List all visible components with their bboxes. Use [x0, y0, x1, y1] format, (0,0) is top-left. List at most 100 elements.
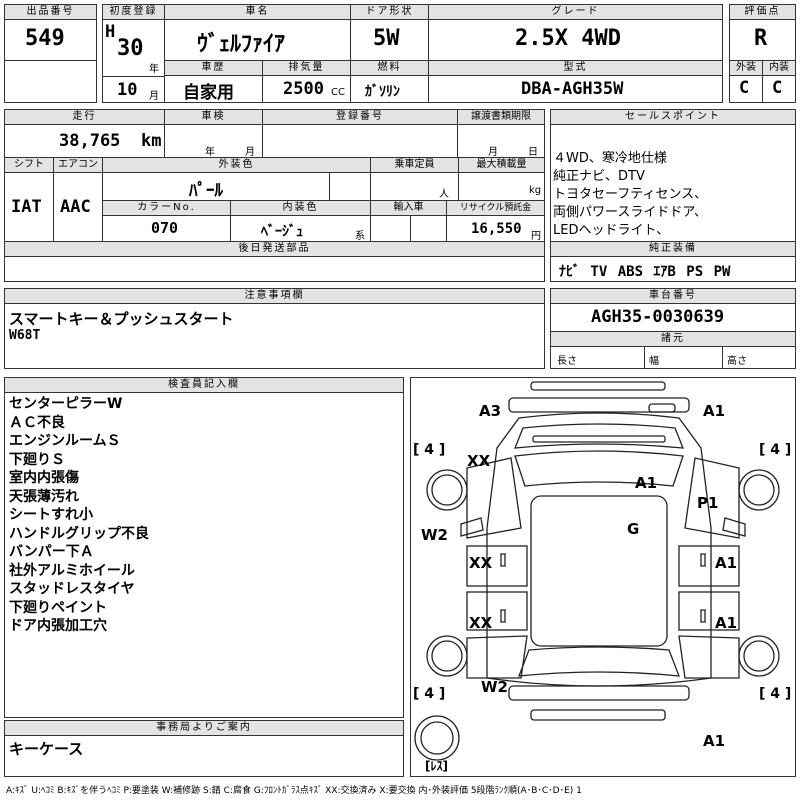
door-handle — [500, 609, 506, 623]
equip-label: 純正装備 — [550, 241, 796, 257]
inspector-line: 下廻りＳ — [9, 451, 65, 468]
damage-mark: A1 — [703, 732, 725, 750]
sales-label: セールスポイント — [550, 109, 796, 125]
load-unit: kg — [529, 185, 542, 196]
left-mirror — [460, 517, 484, 537]
ext-label: 外装 — [729, 60, 763, 76]
chassis-label: 車台番号 — [550, 288, 796, 304]
caution-line: スマートキー＆プッシュスタート — [9, 310, 234, 328]
body-outline — [486, 412, 712, 687]
model: DBA-AGH35W — [521, 79, 624, 99]
recycle-cell: 16,550 円 — [446, 215, 545, 242]
damage-mark: P1 — [697, 494, 718, 512]
inspector-line: 天張薄汚れ — [9, 488, 79, 505]
interior-label: 内装色 — [230, 200, 371, 216]
doc-label: 譲渡書類期限 — [457, 109, 545, 125]
right-rear-wheel — [738, 635, 780, 677]
car-name: ｳﾞｪﾙﾌｧｲｱ — [197, 32, 286, 57]
left-rear-quarter — [466, 635, 528, 679]
color-label: 外装色 — [102, 157, 371, 173]
reg-month: 10 — [117, 80, 138, 100]
inspector-line: ドア内張加工穴 — [9, 618, 107, 634]
tire-depth: [ 4 ] — [413, 442, 445, 458]
inspector-line: ＡＣ不良 — [9, 414, 65, 431]
inspector-label: 検査員記入欄 — [4, 377, 404, 393]
inspector-line: 社外アルミホイール — [9, 562, 135, 579]
reg-era: H — [105, 22, 116, 42]
load-cell: kg — [458, 172, 545, 201]
color-extra-cell — [329, 172, 371, 201]
tire-depth: [ 4 ] — [759, 442, 791, 458]
spec-width: 幅 — [649, 356, 659, 367]
fuel-cell: ｶﾞｿﾘﾝ — [350, 75, 429, 103]
import-cell-2 — [410, 215, 447, 242]
reg-year: 30 — [117, 36, 144, 61]
colorno-label: カラーNo. — [102, 200, 231, 216]
car-diagram: A3 A1 XX A1 P1 G W2 XX A1 XX A1 W2 A1 [ … — [413, 381, 791, 773]
reg-year-unit: 年 — [149, 64, 159, 75]
lot-blank — [4, 60, 97, 103]
damage-mark: XX — [469, 554, 493, 572]
windshield — [514, 450, 684, 487]
damage-mark: A3 — [479, 402, 501, 420]
import-label: 輸入車 — [370, 200, 447, 216]
damage-mark: XX — [467, 452, 491, 470]
rear-bumper — [508, 685, 690, 701]
door-handle — [700, 553, 706, 567]
ac-cell: AAC — [53, 172, 103, 242]
rear-bumper-strip — [530, 709, 666, 721]
capacity-unit: 人 — [439, 189, 449, 200]
ac-label: エアコン — [53, 157, 103, 173]
recycle-unit: 円 — [531, 231, 541, 242]
mileage-unit: km — [141, 131, 162, 151]
displacement: 2500 — [283, 79, 324, 99]
inspector-line: シートすれ小 — [9, 507, 93, 523]
disp-cell: 2500 CC — [262, 75, 351, 103]
left-front-wheel — [426, 469, 468, 511]
tire-depth: [ 4 ] — [413, 686, 445, 702]
damage-mark: W2 — [481, 678, 508, 696]
shift-label: シフト — [4, 157, 54, 173]
sales-line: 両側パワースライドドア、 — [553, 205, 708, 220]
equipment: ﾅﾋﾞ TV ABS ｴｱB PS PW — [559, 264, 731, 280]
office-label: 事務局よりご案内 — [4, 720, 404, 736]
damage-mark: XX — [469, 614, 493, 632]
grade-cell: 2.5X 4WD — [428, 19, 723, 61]
inspection-label: 車検 — [164, 109, 263, 125]
legend: A:ｷｽﾞ U:ﾍｺﾐ B:ｷｽﾞを伴うﾍｺﾐ P:要塗装 W:補修跡 S:錆 … — [6, 786, 582, 796]
load-label: 最大積載量 — [458, 157, 545, 173]
score-cell: R — [729, 19, 796, 61]
score: R — [754, 26, 768, 51]
color: ﾊﾟｰﾙ — [189, 181, 223, 201]
sales-line: トヨタセーフティセンス、 — [553, 187, 708, 202]
history-label: 車歴 — [164, 60, 263, 76]
spec-width-cell: 幅 — [644, 346, 723, 369]
sales-line: ４WD、寒冷地仕様 — [553, 151, 667, 166]
int-cell: C — [762, 75, 796, 103]
caution-cell: スマートキー＆プッシュスタート W68T — [4, 303, 545, 369]
car-diagram-frame: A3 A1 XX A1 P1 G W2 XX A1 XX A1 W2 A1 [ … — [410, 377, 796, 777]
interior-unit: 系 — [355, 231, 365, 242]
right-rear-quarter — [678, 635, 740, 679]
color-cell: ﾊﾟｰﾙ — [102, 172, 330, 201]
inspector-list: センターピラーW ＡＣ不良 エンジンルームＳ 下廻りＳ 室内内張傷 天張薄汚れ … — [9, 395, 149, 636]
hood — [514, 423, 684, 449]
inspector-line: バンパー下Ａ — [9, 544, 94, 560]
capacity-label: 乗車定員 — [370, 157, 459, 173]
recycle: 16,550 — [471, 221, 522, 237]
hood-vent — [532, 435, 666, 443]
spec-height: 高さ — [727, 356, 747, 367]
damage-mark: A1 — [635, 474, 657, 492]
inspector-line: センターピラーW — [9, 396, 123, 412]
fuel-label: 燃料 — [350, 60, 429, 76]
shift-cell: IAT — [4, 172, 54, 242]
insp-month-unit: 月 — [245, 147, 255, 158]
left-front-door — [466, 545, 528, 587]
later-label: 後日発送部品 — [4, 241, 545, 257]
reg-label: 初度登録 — [102, 4, 165, 20]
sales-line: 純正ナビ、DTV — [553, 169, 645, 184]
reg-cell: H 30 年 — [102, 19, 165, 77]
chassis-cell: AGH35-0030639 — [550, 303, 796, 332]
later-cell — [4, 256, 545, 282]
history-cell: 自家用 — [164, 75, 263, 103]
